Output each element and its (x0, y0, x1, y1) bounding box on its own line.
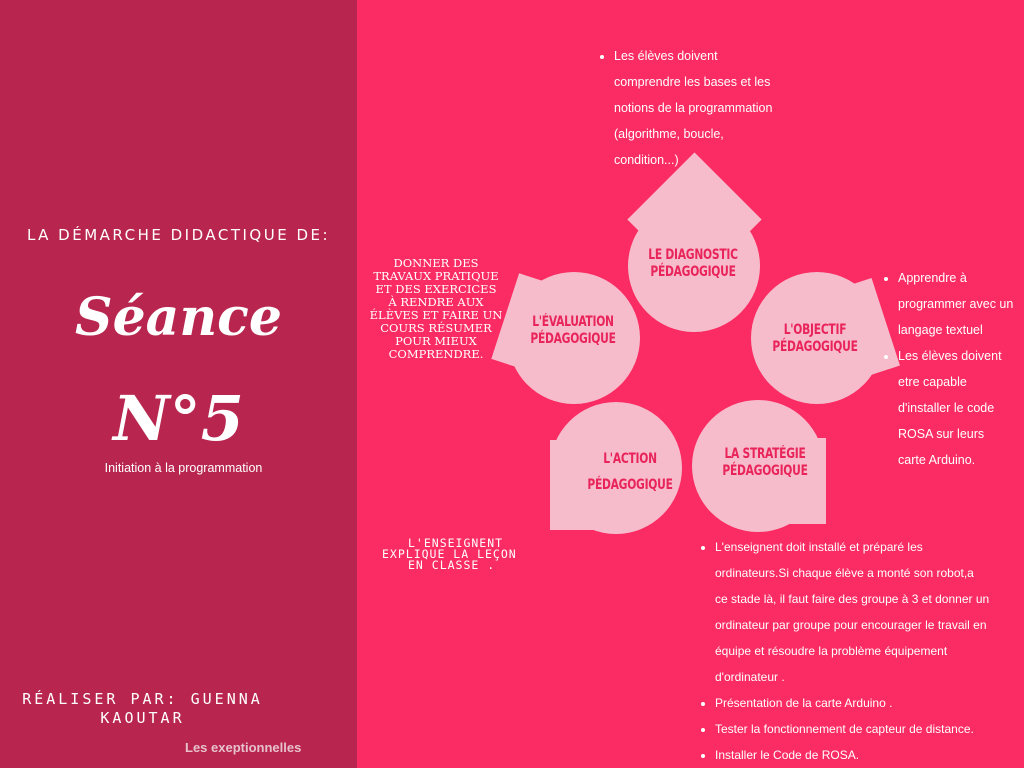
note-action: L'ENSEIGNENT EXPLIQUE LA LEÇON EN CLASSE… (382, 536, 517, 572)
label-diagnostic: LE DIAGNOSTIC PÉDAGOGIQUE (648, 247, 738, 280)
author-line-1: RÉALISER PAR: GUENNA (22, 690, 263, 708)
left-panel (0, 0, 357, 768)
label-strategie: LA STRATÉGIE PÉDAGOGIQUE (722, 446, 808, 479)
author: RÉALISER PAR: GUENNA KAOUTAR (20, 690, 265, 728)
note-objectif: Apprendre à programmer avec un langage t… (880, 265, 1024, 473)
note-diagnostic-item: Les élèves doivent comprendre les bases … (614, 43, 844, 173)
petal-action-tip (550, 440, 616, 530)
caption: Initiation à la programmation (104, 461, 263, 475)
seance-number: N°5 (113, 382, 244, 455)
label-action: L'ACTION PÉDAGOGIQUE (587, 451, 673, 493)
note-strategie-item: L'enseignent doit installé et préparé le… (715, 534, 1024, 690)
note-objectif-item: Les élèves doivent etre capable d'instal… (898, 343, 1024, 473)
author-line-2: KAOUTAR (100, 709, 185, 727)
label-objectif: L'OBJECTIF PÉDAGOGIQUE (772, 322, 858, 355)
note-objectif-item: Apprendre à programmer avec un langage t… (898, 265, 1024, 343)
seance-title: Séance (75, 287, 282, 348)
petal-strategie-tip (760, 438, 826, 524)
footer-text: Les exeptionnelles (185, 740, 302, 755)
right-panel (357, 0, 1024, 768)
note-diagnostic: Les élèves doivent comprendre les bases … (596, 43, 844, 173)
label-evaluation: L'ÉVALUATION PÉDAGOGIQUE (530, 314, 616, 347)
note-strategie-item: Présentation de la carte Arduino . (715, 690, 1024, 716)
note-strategie-item: Installer le Code de ROSA. (715, 742, 1024, 768)
note-evaluation: DONNER DES TRAVAUX PRATIQUE ET DES EXERC… (369, 256, 503, 361)
subtitle: LA DÉMARCHE DIDACTIQUE DE: (26, 226, 331, 244)
note-strategie-item: Tester la fonctionnement de capteur de d… (715, 716, 1024, 742)
note-strategie: L'enseignent doit installé et préparé le… (697, 534, 1024, 768)
